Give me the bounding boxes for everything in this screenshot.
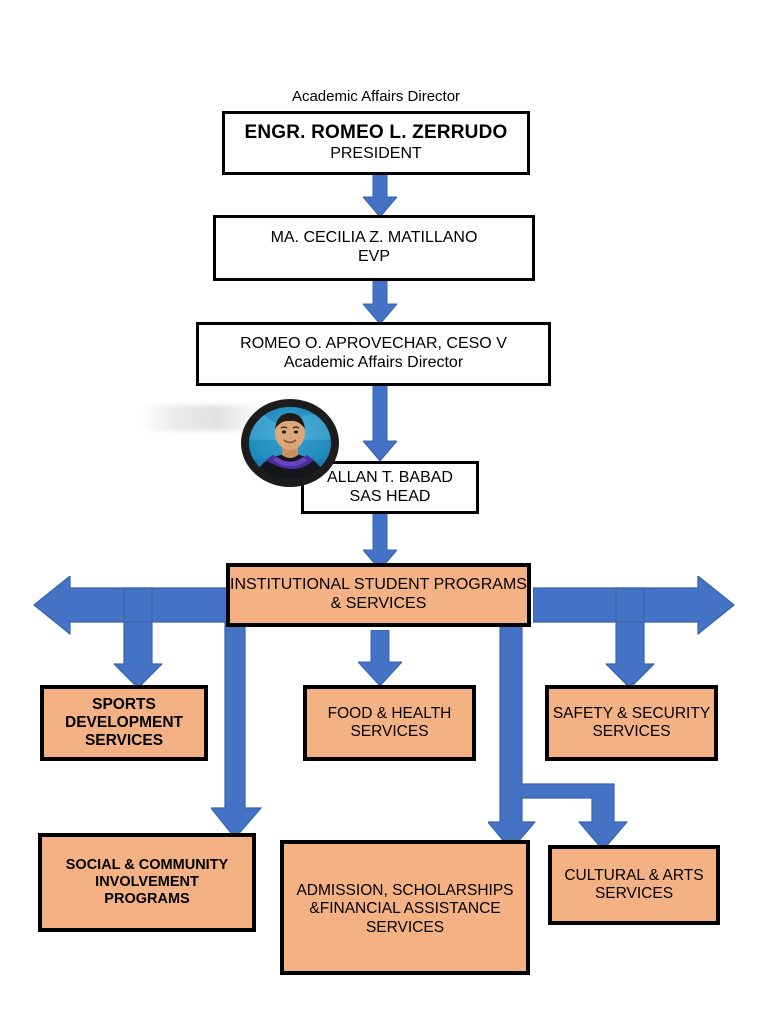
service-line: FOOD & HEALTH [327, 704, 452, 722]
hub-line-2: & SERVICES [330, 595, 427, 612]
service-box-admission-scholarships-financial-assistance[interactable]: ADMISSION, SCHOLARSHIPS &FINANCIAL ASSIS… [280, 840, 530, 975]
service-line: SPORTS [92, 695, 156, 713]
arrow-director-to-sas-head [363, 385, 397, 461]
service-box-food-health-services[interactable]: FOOD & HEALTH SERVICES [303, 685, 476, 761]
exec-role: Academic Affairs Director [283, 354, 464, 371]
service-line: SERVICES [594, 885, 674, 902]
arrow-hub-to-food-health [358, 630, 402, 686]
service-line: SERVICES [365, 918, 445, 936]
exec-box-president[interactable]: ENGR. ROMEO L. ZERRUDO PRESIDENT [222, 111, 530, 175]
avatar [239, 397, 341, 489]
page-title: Academic Affairs Director [291, 88, 461, 105]
service-line: SERVICES [84, 732, 164, 750]
exec-name: ENGR. ROMEO L. ZERRUDO [244, 122, 508, 144]
service-line: ADMISSION, SCHOLARSHIPS [296, 882, 514, 899]
arrow-president-to-evp [363, 173, 397, 217]
background-smudge [140, 405, 265, 431]
service-box-sports-development-services[interactable]: SPORTS DEVELOPMENT SERVICES [40, 685, 208, 761]
hub-line-1: INSTITUTIONAL STUDENT PROGRAMS [230, 576, 527, 594]
service-line: SERVICES [592, 723, 671, 740]
arrow-sas-head-to-hub [363, 512, 397, 570]
connector-hub-left-branch [28, 576, 233, 688]
arrow-evp-to-director [363, 279, 397, 324]
service-box-cultural-arts-services[interactable]: CULTURAL & ARTS SERVICES [548, 845, 720, 925]
exec-box-sas-head[interactable]: ALLAN T. BABAD SAS HEAD [301, 461, 479, 514]
hub-box-institutional-student-programs[interactable]: INSTITUTIONAL STUDENT PROGRAMS & SERVICE… [226, 563, 531, 627]
exec-name: ALLAN T. BABAD [327, 468, 453, 486]
service-box-social-community-involvement[interactable]: SOCIAL & COMMUNITY INVOLVEMENT PROGRAMS [38, 833, 256, 932]
exec-name: ROMEO O. APROVECHAR, CESO V [240, 335, 507, 353]
service-line: &FINANCIAL ASSISTANCE [309, 900, 501, 918]
service-line: PROGRAMS [104, 891, 190, 908]
service-line: SERVICES [350, 723, 429, 740]
service-line: CULTURAL & ARTS [564, 866, 704, 884]
arrow-hub-to-social-community [211, 622, 265, 838]
exec-box-academic-affairs-director[interactable]: ROMEO O. APROVECHAR, CESO V Academic Aff… [196, 322, 551, 386]
service-line: DEVELOPMENT [65, 713, 183, 731]
exec-box-evp[interactable]: MA. CECILIA Z. MATILLANO EVP [213, 215, 535, 281]
connector-hub-right-branch [533, 576, 740, 688]
exec-role: EVP [357, 248, 390, 265]
exec-name: MA. CECILIA Z. MATILLANO [270, 229, 478, 247]
service-box-safety-security-services[interactable]: SAFETY & SECURITY SERVICES [545, 685, 718, 761]
service-line: INVOLVEMENT [95, 873, 199, 890]
service-line: SAFETY & SECURITY [552, 704, 711, 722]
exec-role: SAS HEAD [349, 487, 431, 505]
exec-role: PRESIDENT [330, 144, 422, 162]
service-line: SOCIAL & COMMUNITY [65, 856, 229, 873]
